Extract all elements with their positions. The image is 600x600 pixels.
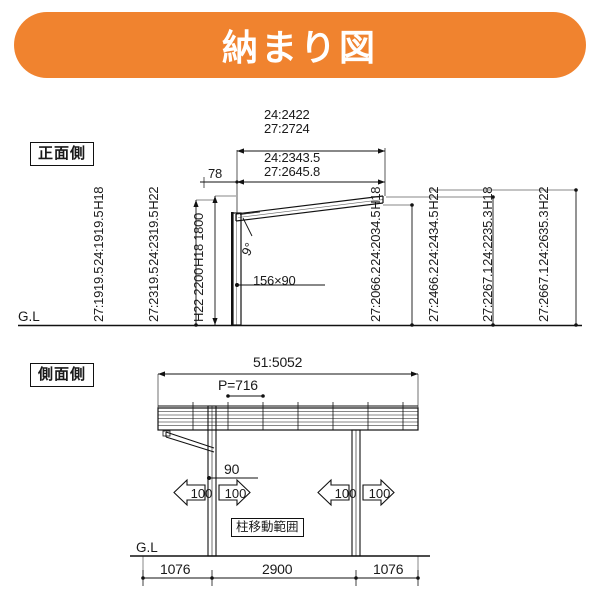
front-height-col-5: H22 24:2434.5 27:2466.2 [426,186,441,322]
front-height-col-6: H18 24:2235.3 27:2267.1 [480,186,495,322]
front-height-col-1-line1: 24:1919.5 [91,210,106,266]
page-title: 納まり図 [221,28,378,69]
front-top-inner-dim-line1: 24:2343.5 [264,150,321,165]
front-height-col-5-head: H22 [426,186,441,210]
side-view-label: 側面側 [30,363,95,387]
front-height-col-2: H22 24:2319.5 27:2319.5 [146,186,161,322]
front-eave-dim-label: 78 [208,166,223,181]
front-height-col-4-line2: 27:2066.2 [368,266,383,322]
front-top-inner-dim-line2: 27:2645.8 [264,164,321,179]
side-base-dims [141,556,420,586]
title-banner: 納まり図 [14,12,586,78]
side-ground-label: G.L [136,540,158,555]
front-height-col-5-line2: 27:2466.2 [426,266,441,322]
front-ground-label: G.L [18,309,40,324]
front-height-col-7-line1: 24:2635.3 [536,210,551,266]
front-height-col-4-head: H18 [368,186,383,210]
front-top-inner-dim [235,179,385,185]
move-arrow-label-3: 100 [334,485,357,501]
side-base-dim-3: 1076 [373,561,404,577]
side-overall-dim-label: 51:5052 [253,354,303,370]
front-height-dim-right-outer [430,188,578,327]
side-brace [162,430,215,453]
front-post-size-leader [235,283,325,287]
front-height-col-6-line1: 24:2235.3 [480,210,495,266]
side-pitch-dim-label: P=716 [218,377,258,393]
move-arrow-label-2: 100 [224,485,247,501]
front-height-dim-mid-right [383,203,414,327]
front-height-col-6-head: H18 [480,186,495,210]
front-post-size-label: 156×90 [253,273,296,288]
front-view-label: 正面側 [30,142,95,166]
front-height-col-6-line2: 27:2267.1 [480,266,495,322]
front-height-col-3: H18 1800 H22 2200 [191,212,206,322]
front-height-dim-post [212,195,236,325]
front-height-col-7-head: H22 [536,186,551,210]
side-pitch-dim [226,394,265,398]
front-height-col-2-line1: 24:2319.5 [146,210,161,266]
front-view-group [18,148,582,327]
front-top-outer-dim-line2: 27:2724 [264,121,310,136]
side-view-group [130,371,430,586]
front-roof-beam [235,195,384,222]
front-height-col-4-line1: 24:2034.5 [368,210,383,266]
side-post-width-dim-label: 90 [224,461,240,477]
front-angle-leader [239,211,261,237]
front-height-col-2-line2: 27:2319.5 [146,266,161,322]
front-height-col-1-line2: 27:1919.5 [91,266,106,322]
side-roof-slab [157,402,419,431]
side-overall-dim [157,371,419,408]
side-move-arrows [173,478,395,507]
side-base-dim-1: 1076 [160,561,191,577]
front-height-col-3-head1: H18 1800 [191,213,206,268]
front-height-col-5-line1: 24:2434.5 [426,210,441,266]
front-height-col-2-head: H22 [146,186,161,210]
front-height-dim-2 [193,199,215,327]
front-height-col-1: H18 24:1919.5 27:1919.5 [91,186,106,322]
front-height-col-7: H22 24:2635.3 27:2667.1 [536,186,551,322]
front-height-dim-right-inner [386,195,495,327]
move-arrow-label-1: 100 [190,485,213,501]
front-post [231,212,242,326]
side-base-dim-2: 2900 [262,561,293,577]
front-top-outer-dim-line1: 24:2422 [264,107,310,122]
front-height-col-4: H18 24:2034.5 27:2066.2 [368,186,383,322]
post-move-range-label: 柱移動範囲 [231,518,304,538]
move-arrow-label-4: 100 [368,485,391,501]
side-post-width-dim [207,474,258,482]
front-eave-dim-78 [200,177,237,188]
front-height-col-1-head: H18 [91,186,106,210]
front-height-col-7-line2: 27:2667.1 [536,266,551,322]
front-height-col-3-head2: H22 2200 [191,268,206,322]
